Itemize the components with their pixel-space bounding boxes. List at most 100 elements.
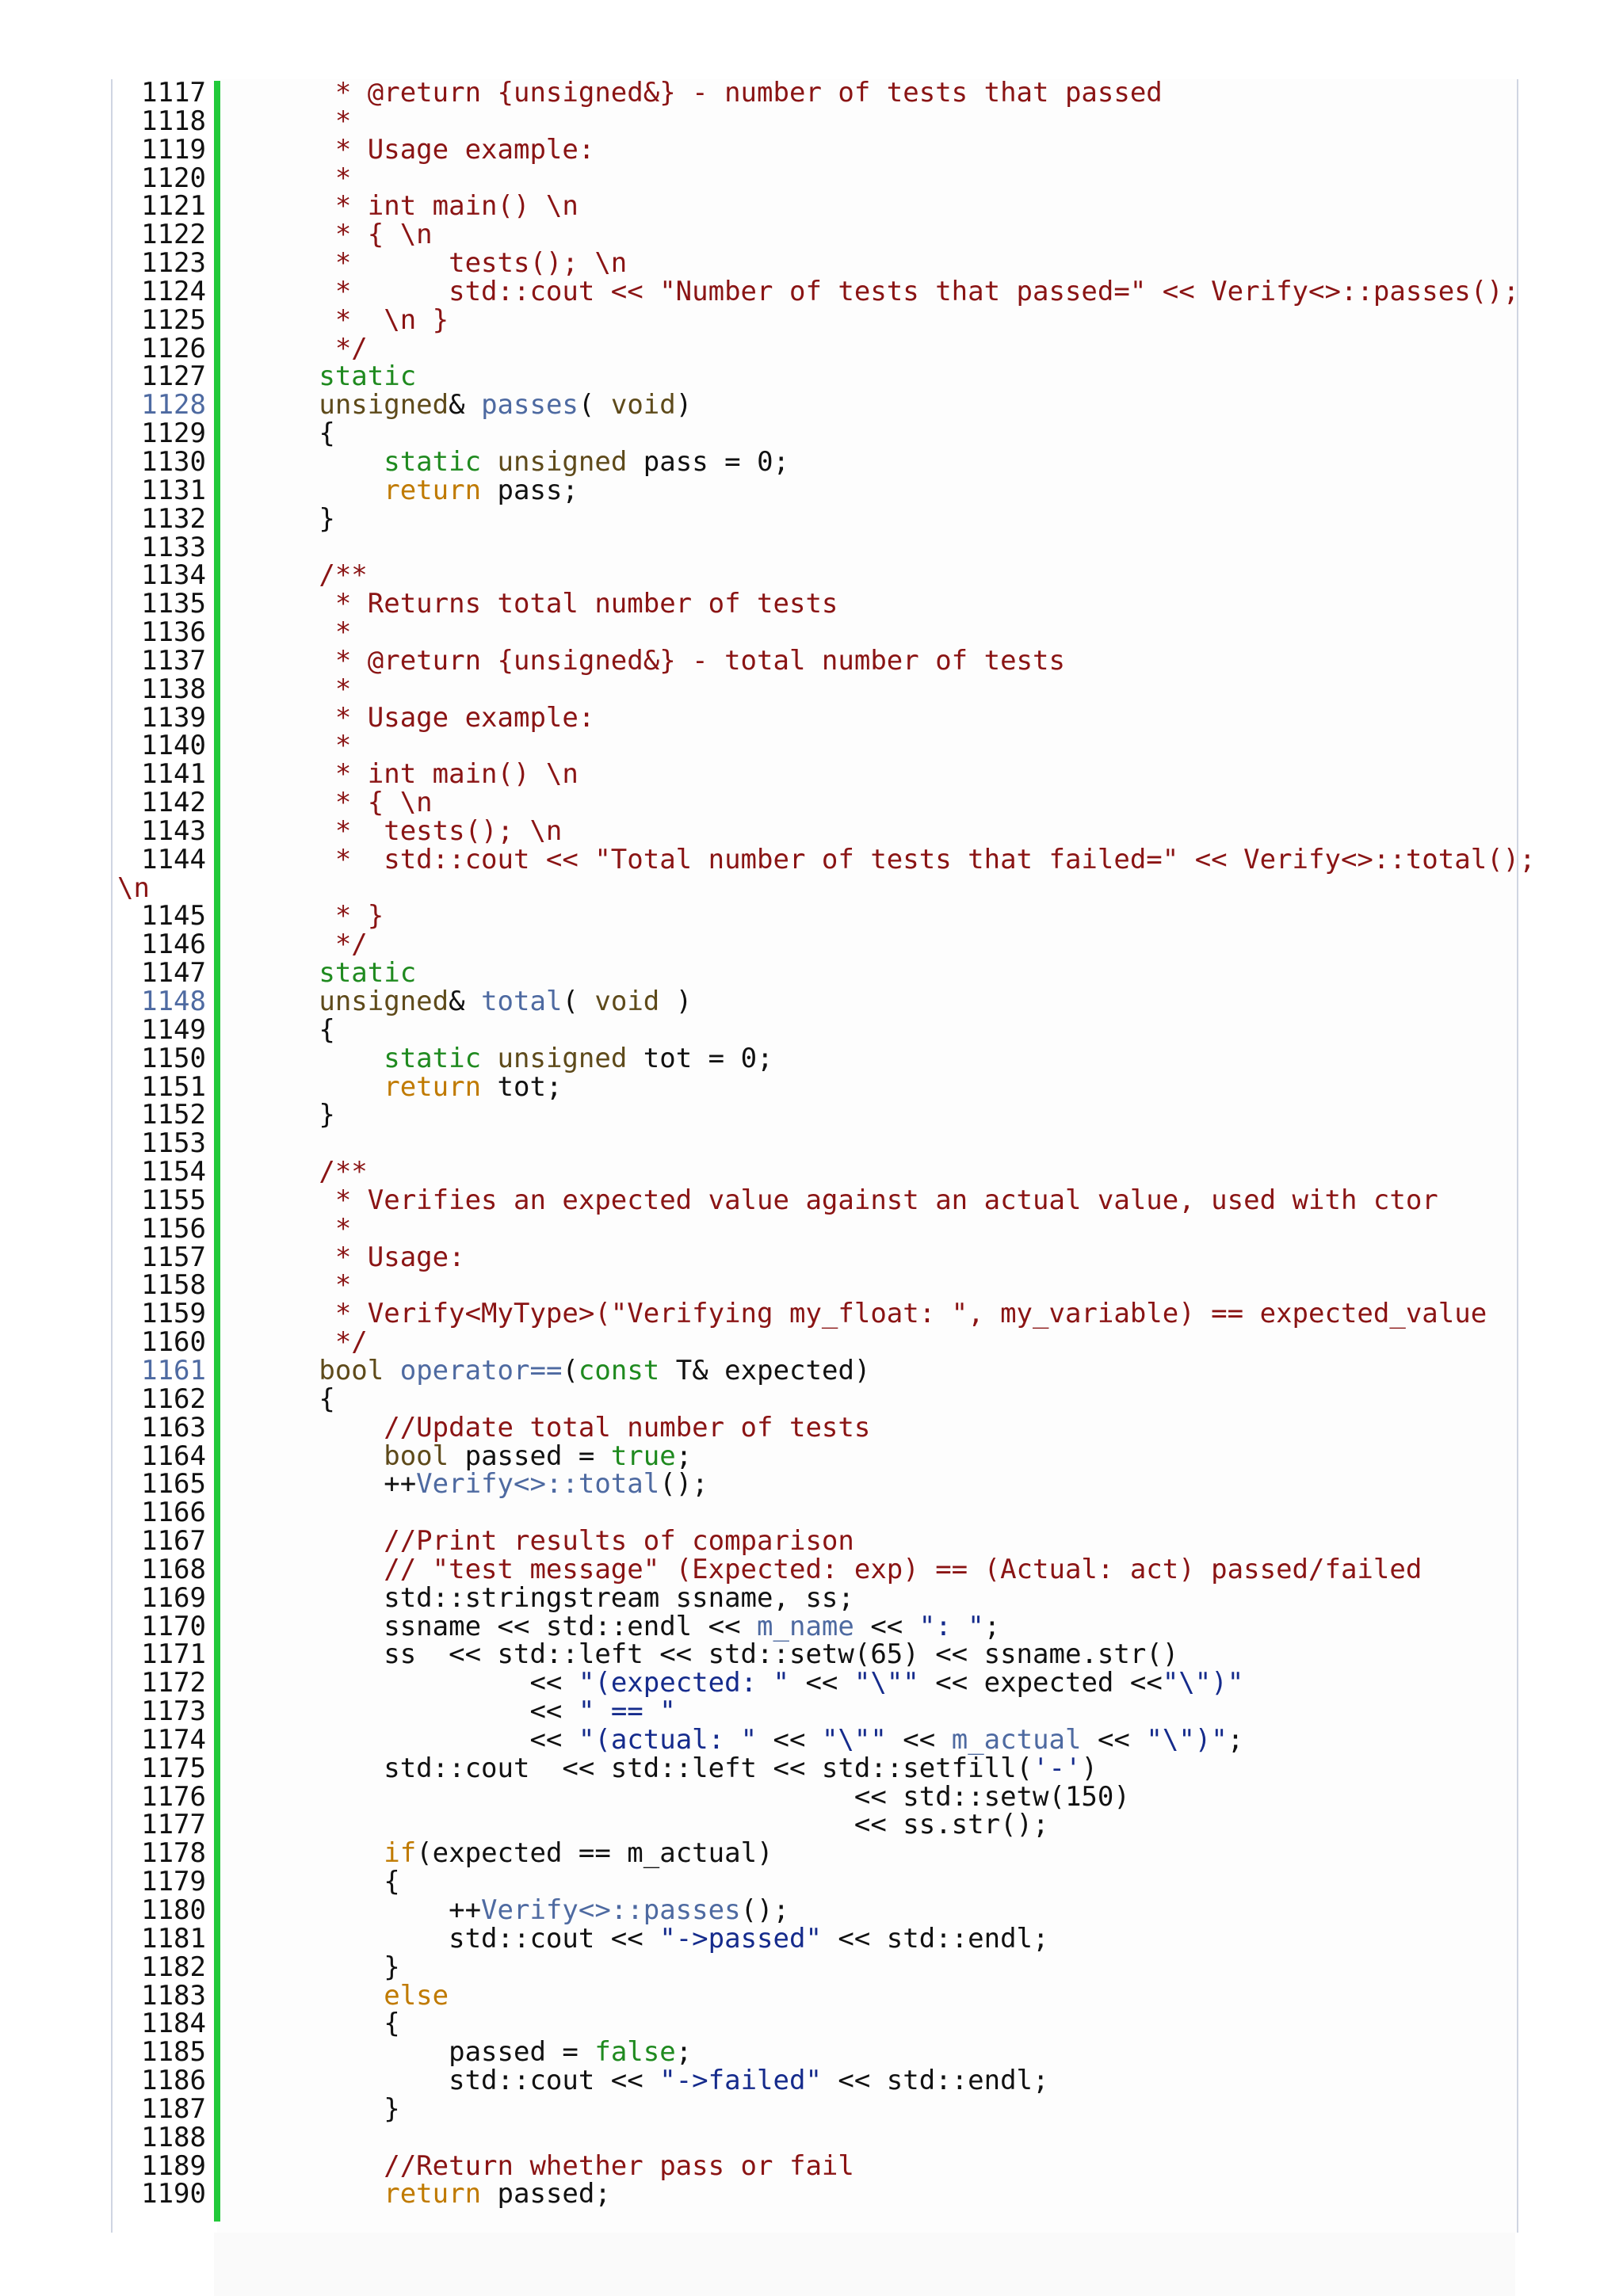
code-line: 1181 std::cout << "->passed" << std::end…: [113, 1922, 1517, 1955]
code-text: << "(expected: " << "\"" << expected <<"…: [228, 1669, 1517, 1698]
code-text: [228, 2124, 1517, 2153]
code-line: 1126 */: [113, 334, 1517, 364]
line-number-link[interactable]: 1148: [141, 986, 206, 1017]
code-token: * @return {unsigned&} - number of tests …: [238, 77, 1163, 109]
code-text: return passed;: [228, 2180, 1517, 2209]
code-token: {: [238, 2008, 400, 2040]
code-token[interactable]: operator==: [399, 1354, 563, 1386]
line-number: 1147: [141, 957, 206, 990]
line-number: 1172: [141, 1667, 206, 1699]
code-line: 1168 // "test message" (Expected: exp) =…: [113, 1555, 1517, 1585]
code-line: 1152 }: [113, 1100, 1517, 1130]
code-token: *: [238, 1269, 352, 1302]
code-line: 1184 {: [113, 2008, 1517, 2040]
code-text: *: [228, 107, 1517, 136]
code-token: pass = 0;: [627, 445, 790, 478]
line-number-link[interactable]: 1128: [141, 389, 206, 421]
code-token: * Usage:: [238, 1241, 465, 1273]
code-token: [238, 1980, 384, 2012]
code-token: unsigned: [497, 1042, 628, 1074]
code-token: tot;: [481, 1070, 563, 1103]
code-text: * int main() \n: [228, 192, 1517, 221]
line-number: 1173: [141, 1695, 206, 1728]
code-line: 1189 //Return whether pass or fail: [113, 2152, 1517, 2181]
code-text: * }: [228, 902, 1517, 931]
line-number: 1132: [141, 502, 206, 535]
code-line: 1161 bool operator==(const T& expected): [113, 1354, 1517, 1386]
line-number: 1150: [141, 1042, 206, 1074]
code-token: const: [578, 1354, 660, 1386]
line-number: 1137: [141, 644, 206, 677]
line-number: 1187: [141, 2092, 206, 2125]
code-token[interactable]: Verify<>::passes: [481, 1894, 741, 1926]
code-text: << ss.str();: [228, 1811, 1517, 1840]
line-number: 1178: [141, 1837, 206, 1870]
code-token: << expected <<: [918, 1667, 1163, 1699]
code-token: (: [562, 1354, 579, 1386]
code-token: << std::setw(150): [238, 1780, 1130, 1813]
line-number: 1186: [141, 2065, 206, 2097]
code-line: 1160 */: [113, 1328, 1517, 1357]
code-text: * { \n: [228, 220, 1517, 250]
code-line: 1147 static: [113, 959, 1517, 988]
line-number: 1141: [141, 758, 206, 791]
code-token: }: [238, 502, 335, 535]
code-text: * Verify<MyType>("Verifying my_float: ",…: [228, 1299, 1517, 1329]
code-line: 1119 * Usage example:: [113, 135, 1517, 165]
code-token: [238, 2178, 384, 2210]
code-line: 1166: [113, 1498, 1517, 1527]
code-token: * std::cout << "Total number of tests th…: [238, 843, 1536, 875]
code-text: if(expected == m_actual): [228, 1837, 1517, 1870]
code-token[interactable]: total: [481, 986, 563, 1017]
code-text: ++Verify<>::total();: [228, 1470, 1517, 1499]
code-line: 1159 * Verify<MyType>("Verifying my_floa…: [113, 1299, 1517, 1329]
code-line: 1154 /**: [113, 1158, 1517, 1187]
code-line: 1187 }: [113, 2092, 1517, 2125]
code-token[interactable]: m_name: [757, 1610, 854, 1642]
change-indicator-bar: [214, 81, 220, 2222]
line-number: 1165: [141, 1468, 206, 1501]
code-text: << " == ": [228, 1697, 1517, 1726]
line-number-link[interactable]: 1161: [141, 1354, 206, 1386]
code-line: 1151 return tot;: [113, 1070, 1517, 1103]
line-number: 1157: [141, 1241, 206, 1273]
line-number: 1185: [141, 2036, 206, 2069]
code-token[interactable]: Verify<>::total: [416, 1468, 660, 1501]
code-token: "(actual: ": [578, 1723, 758, 1756]
code-text: std::cout << "->passed" << std::endl;: [228, 1922, 1517, 1955]
code-text: {: [228, 1867, 1517, 1897]
code-token: static: [319, 360, 417, 393]
code-token: (expected == m_actual): [416, 1837, 773, 1870]
code-token: unsigned: [319, 986, 449, 1017]
line-number: 1164: [141, 1440, 206, 1472]
code-token[interactable]: passes: [481, 389, 579, 421]
line-number: 1131: [141, 474, 206, 506]
code-line: 1149 {: [113, 1016, 1517, 1045]
code-text: << std::setw(150): [228, 1783, 1517, 1812]
code-line: 1134 /**: [113, 561, 1517, 590]
code-token: "\")": [1162, 1667, 1244, 1699]
line-number: 1133: [141, 531, 206, 563]
code-token: <<: [854, 1610, 919, 1642]
code-token: pass;: [481, 474, 579, 506]
code-text: //Update total number of tests: [228, 1413, 1517, 1443]
code-token: tot = 0;: [627, 1042, 773, 1074]
code-token: << std::endl;: [821, 1922, 1049, 1955]
code-text: {: [228, 2008, 1517, 2040]
line-number: 1130: [141, 445, 206, 478]
code-token: [238, 446, 384, 478]
code-token: * Usage example:: [238, 701, 595, 734]
code-text: /**: [228, 561, 1517, 590]
code-token: static: [384, 445, 482, 478]
code-token: *: [238, 616, 352, 649]
code-token: * \n }: [238, 303, 449, 336]
code-token[interactable]: m_actual: [951, 1723, 1082, 1756]
code-token: [238, 1355, 319, 1386]
code-line: 1148 unsigned& total( void ): [113, 986, 1517, 1017]
code-token: << ss.str();: [238, 1809, 1049, 1841]
code-token: <<: [238, 1667, 579, 1699]
code-text: *: [228, 164, 1517, 193]
line-number: 1124: [141, 275, 206, 307]
code-text: [228, 534, 1517, 563]
code-token: return: [384, 474, 482, 506]
